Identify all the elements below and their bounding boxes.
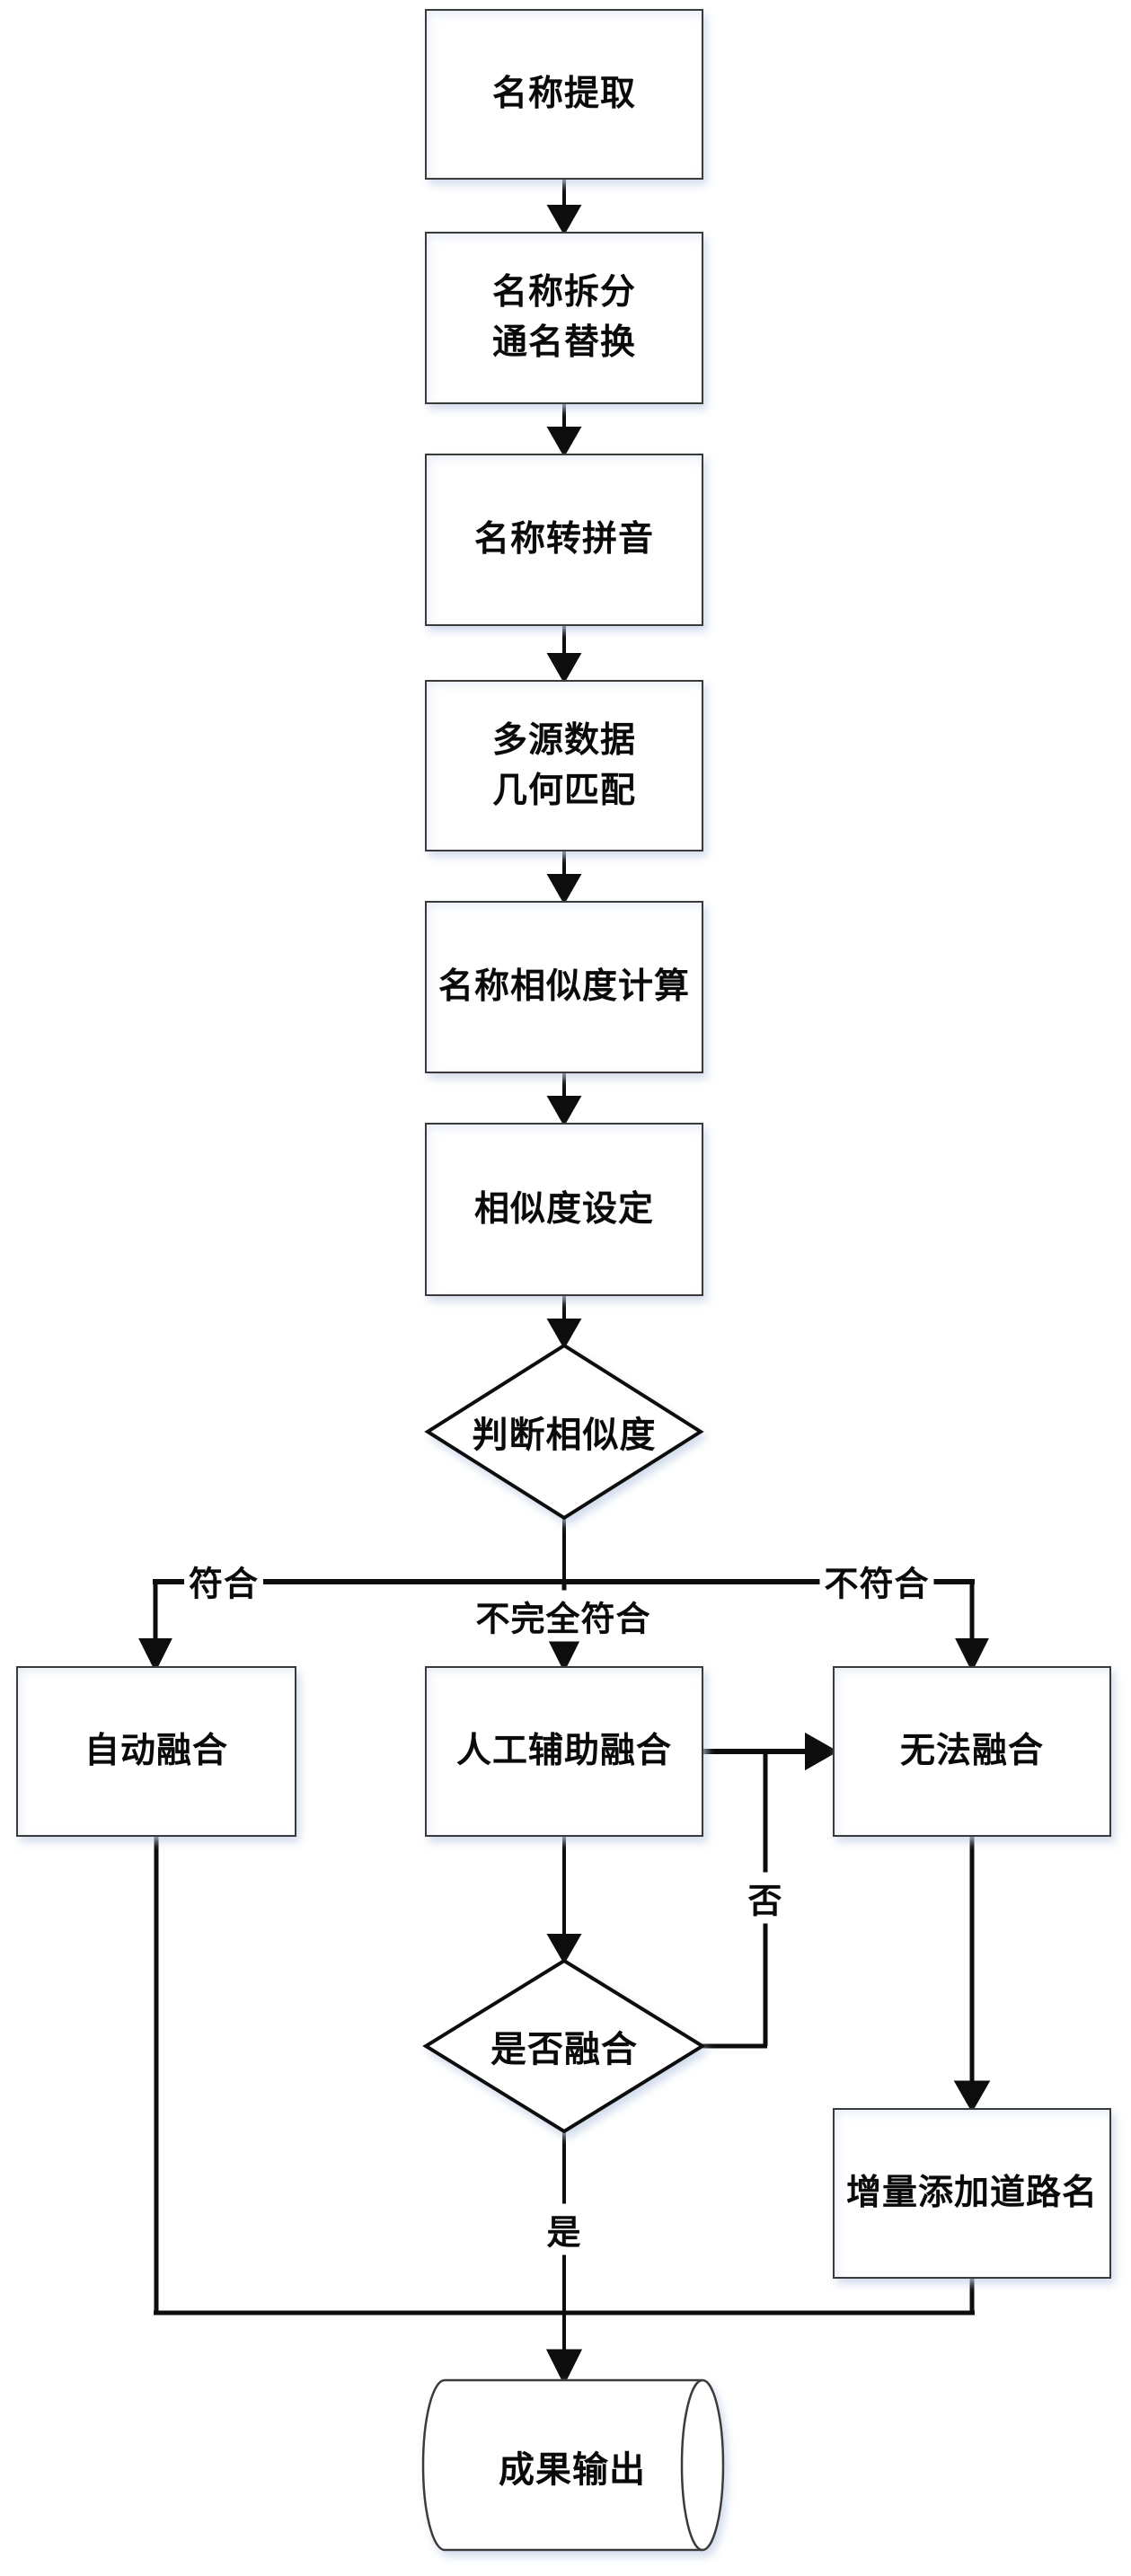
output-cylinder bbox=[421, 2378, 725, 2552]
node-label-line1: 名称拆分 bbox=[491, 272, 636, 313]
node-label-line2: 几何匹配 bbox=[491, 770, 636, 811]
decision-whether-fuse-shape bbox=[422, 1958, 706, 2134]
node-similarity-set: 相似度设定 bbox=[425, 1123, 703, 1296]
manual-decision2-wire bbox=[546, 1837, 582, 1965]
node-name-split-replace: 名称拆分 通名替换 bbox=[425, 232, 703, 404]
node-geometry-match: 多源数据 几何匹配 bbox=[425, 680, 703, 851]
arrowhead-incremental bbox=[953, 2080, 991, 2113]
node-name-extract: 名称提取 bbox=[425, 9, 703, 180]
node-manual-assist-fuse: 人工辅助融合 bbox=[425, 1666, 703, 1837]
merge-wires bbox=[154, 1837, 975, 2386]
node-label-line2: 通名替换 bbox=[491, 322, 636, 363]
arrowhead-manualfuse bbox=[547, 1638, 581, 1672]
node-cannot-fuse: 无法融合 bbox=[833, 1666, 1111, 1837]
arrowhead-simset bbox=[546, 1096, 582, 1127]
arrowhead-cannotfuse-left bbox=[805, 1732, 839, 1771]
node-label: 无法融合 bbox=[899, 1731, 1044, 1771]
arrowhead-cannotfuse bbox=[955, 1638, 989, 1672]
arrowhead-geo bbox=[546, 653, 582, 684]
output-cylinder-inner-arc bbox=[680, 2378, 703, 2552]
node-label: 名称相似度计算 bbox=[437, 966, 690, 1007]
arrowhead-output bbox=[545, 2349, 583, 2386]
node-label: 增量添加道路名 bbox=[845, 2173, 1098, 2213]
node-label-line1: 多源数据 bbox=[491, 719, 636, 761]
node-label: 相似度设定 bbox=[473, 1188, 654, 1230]
edge-label-match: 符合 bbox=[183, 1555, 264, 1607]
node-label: 名称转拼音 bbox=[473, 519, 654, 560]
arrowhead-simcalc bbox=[546, 874, 582, 905]
node-incremental-add-roadname: 增量添加道路名 bbox=[833, 2108, 1111, 2279]
decision-judge-similarity-label: 判断相似度 bbox=[472, 1415, 657, 1456]
node-auto-fuse: 自动融合 bbox=[16, 1666, 296, 1837]
node-label: 人工辅助融合 bbox=[455, 1731, 672, 1771]
arrowhead-judge bbox=[546, 1319, 582, 1350]
arrowhead-whetherfuse bbox=[546, 1934, 582, 1965]
node-similarity-calc: 名称相似度计算 bbox=[425, 901, 703, 1073]
cannot-incremental-wire bbox=[953, 1837, 991, 2113]
edge-label-partial-match: 不完全符合 bbox=[471, 1590, 656, 1642]
arrowhead-split bbox=[546, 205, 582, 236]
edge-label-yes: 是 bbox=[542, 2203, 587, 2255]
top-column-arrows bbox=[546, 180, 582, 1350]
edge-label-no: 否 bbox=[743, 1872, 788, 1924]
node-label: 名称提取 bbox=[491, 74, 636, 114]
output-cylinder-label: 成果输出 bbox=[499, 2449, 646, 2491]
decision-whether-fuse-label: 是否融合 bbox=[490, 2029, 638, 2070]
decision-judge-similarity-shape bbox=[424, 1343, 704, 1521]
node-label: 自动融合 bbox=[84, 1731, 228, 1771]
edge-label-no-match: 不符合 bbox=[819, 1555, 934, 1607]
arrowhead-pinyin bbox=[546, 427, 582, 458]
arrowhead-autofuse bbox=[138, 1638, 172, 1672]
node-name-to-pinyin: 名称转拼音 bbox=[425, 454, 703, 626]
